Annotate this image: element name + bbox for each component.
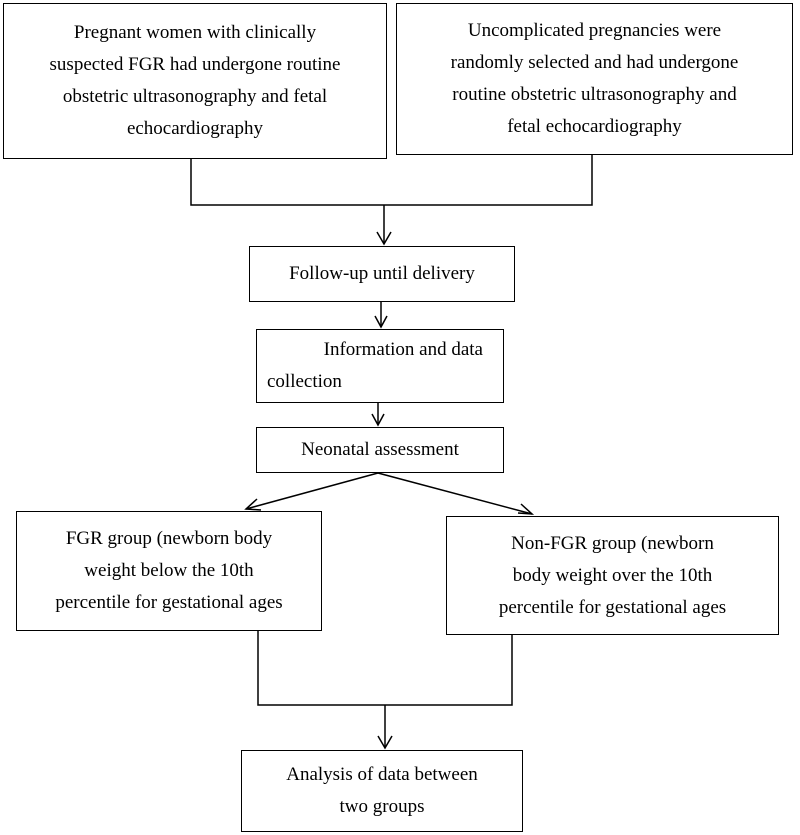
box-fgr-group-line-1: FGR group (newborn body (65, 528, 273, 549)
box-neonatal-text: Neonatal assessment (301, 439, 459, 460)
box-analysis-line-2: two groups (339, 796, 425, 817)
box-fgr-group: FGR group (newborn body weight below the… (16, 511, 322, 631)
box-uncomplicated-line-2: randomly selected and had undergone (450, 52, 739, 73)
box-uncomplicated-line-4: fetal echocardiography (507, 116, 682, 137)
box-suspected-fgr: Pregnant women with clinically suspected… (3, 3, 387, 159)
box-suspected-fgr-line-3: obstetric ultrasonography and fetal (62, 86, 328, 107)
box-non-fgr-group-line-3: percentile for gestational ages (498, 596, 727, 618)
connector-nonfgr-group (385, 635, 513, 706)
connector-fgr-group (257, 631, 385, 706)
box-follow-up: Follow-up until delivery (249, 246, 515, 302)
arrowhead-analysis (377, 735, 393, 750)
box-suspected-fgr-line-2: suspected FGR had undergone routine (49, 54, 341, 75)
arrowhead-fgr-group (244, 498, 262, 511)
box-information-line-1: Information and data (323, 339, 483, 360)
box-information-collection: Information and data collection (256, 329, 504, 403)
arrow-to-nonfgr-group (377, 472, 533, 515)
box-uncomplicated-line-3: routine obstetric ultrasonography and (452, 84, 737, 105)
box-analysis-line-1: Analysis of data between (286, 764, 478, 785)
box-non-fgr-group-line-1: Non-FGR group (newborn (511, 532, 714, 554)
box-suspected-fgr-line-4: echocardiography (126, 118, 264, 139)
arrowhead-info (374, 315, 388, 329)
box-uncomplicated-pregnancies: Uncomplicated pregnancies were randomly … (396, 3, 793, 155)
arrowhead-nonfgr-group (517, 503, 535, 515)
box-neonatal-assessment: Neonatal assessment (256, 427, 504, 473)
connector-top-right (384, 155, 593, 206)
box-fgr-group-line-2: weight below the 10th (84, 560, 254, 581)
box-information-line-2: collection (267, 371, 342, 392)
box-non-fgr-group-line-2: body weight over the 10th (512, 564, 713, 586)
box-fgr-group-line-3: percentile for gestational ages (55, 592, 283, 613)
box-suspected-fgr-line-1: Pregnant women with clinically (73, 22, 317, 43)
connector-top-left (190, 159, 384, 206)
arrowhead-followup (376, 231, 392, 246)
arrow-to-fgr-group (245, 472, 379, 510)
box-follow-up-text: Follow-up until delivery (289, 263, 475, 284)
box-uncomplicated-line-1: Uncomplicated pregnancies were (467, 20, 722, 41)
box-analysis: Analysis of data between two groups (241, 750, 523, 832)
arrowhead-neonatal (371, 413, 385, 427)
box-non-fgr-group: Non-FGR group (newborn body weight over … (446, 516, 779, 635)
